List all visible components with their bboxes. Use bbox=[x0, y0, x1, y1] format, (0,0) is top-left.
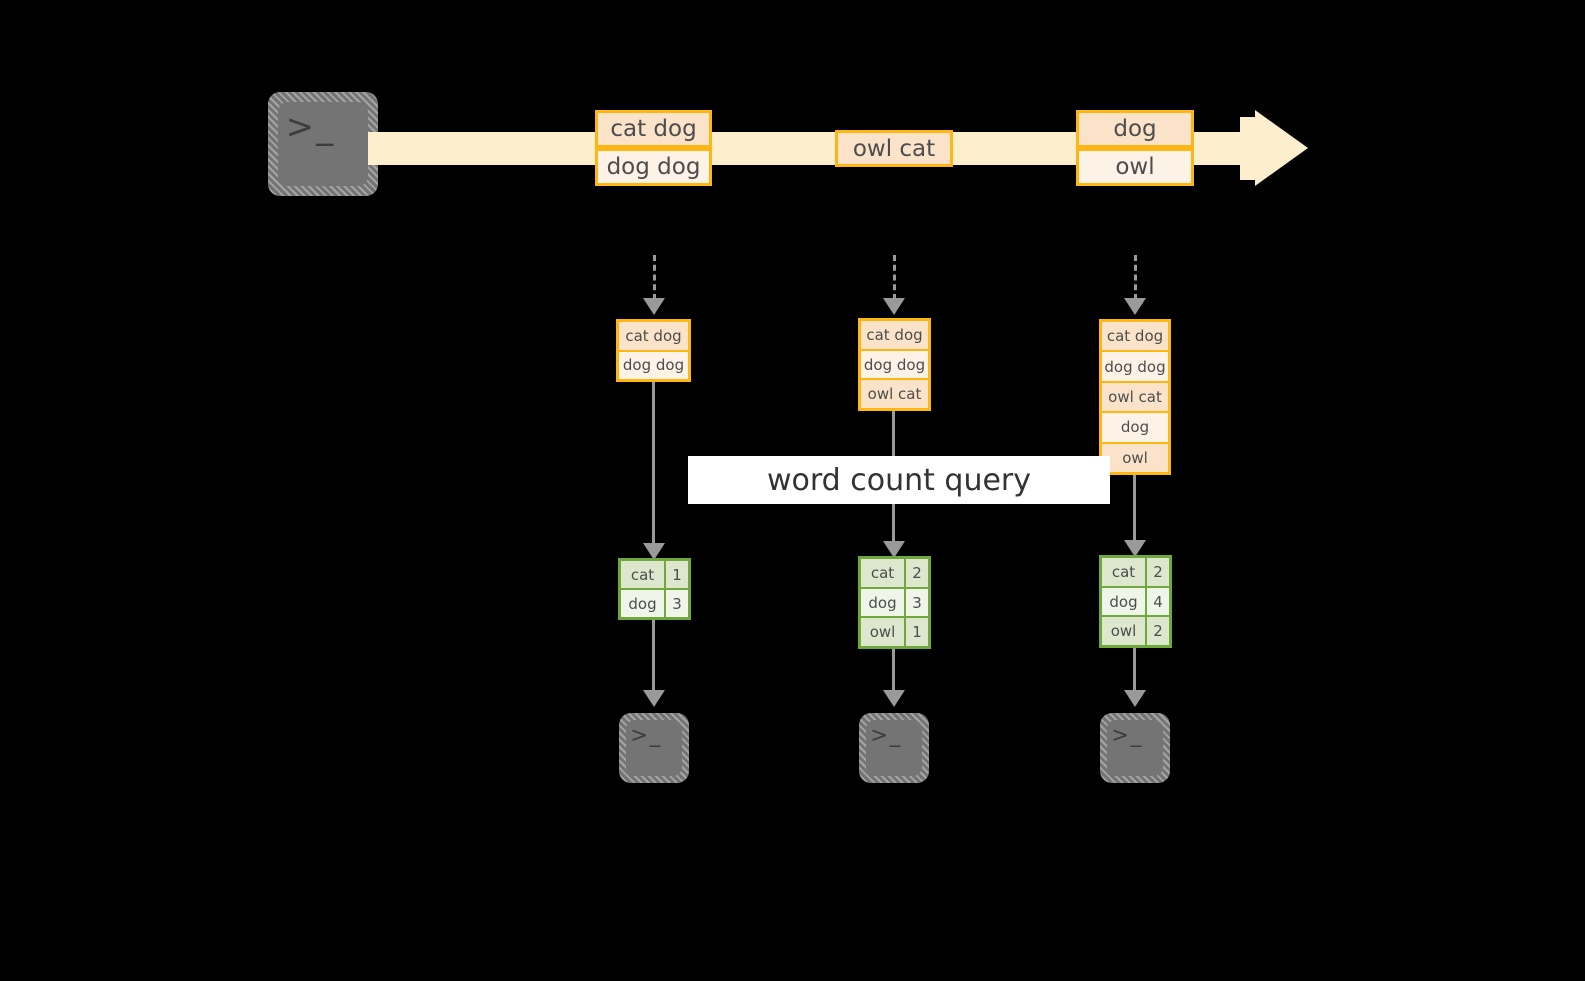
terminal-screen bbox=[278, 102, 368, 186]
snapshot-input-text: dog dog bbox=[863, 355, 926, 374]
snapshot-dashed-connector bbox=[653, 255, 656, 300]
sink-connector-arrowhead-icon bbox=[643, 690, 665, 707]
result-table: cat 1 dog 3 bbox=[618, 558, 691, 620]
result-count-cell: 2 bbox=[906, 559, 928, 587]
snapshot-input-row: owl cat bbox=[1102, 382, 1168, 414]
terminal-prompt-glyph: >_ bbox=[1111, 722, 1144, 747]
terminal-screen bbox=[866, 720, 922, 776]
snapshot-input-text: owl cat bbox=[1108, 388, 1162, 407]
sink-terminal-icon: >_ bbox=[859, 713, 929, 783]
result-row: dog 4 bbox=[1102, 587, 1169, 618]
snapshot-input-row: dog dog bbox=[861, 350, 928, 381]
terminal-prompt-glyph: >_ bbox=[630, 722, 663, 747]
source-terminal-icon: >_ bbox=[268, 92, 378, 196]
sink-connector bbox=[652, 620, 655, 695]
sink-connector bbox=[1133, 648, 1136, 696]
snapshot-input-stack: cat dog dog dog owl cat dog owl bbox=[1099, 319, 1171, 475]
snapshot-input-row: cat dog bbox=[619, 322, 688, 352]
sink-connector-arrowhead-icon bbox=[1124, 690, 1146, 707]
result-word-cell: dog bbox=[621, 590, 666, 617]
result-row: owl 2 bbox=[1102, 617, 1169, 646]
snapshot-input-text: dog bbox=[1120, 418, 1150, 437]
snapshot-input-text: dog dog bbox=[1104, 357, 1166, 376]
stream-arrow-shaft-upper bbox=[1240, 117, 1258, 180]
snapshot-input-row: dog dog bbox=[1102, 352, 1168, 383]
stream-record-text: cat dog bbox=[610, 116, 697, 142]
snapshot-input-text: owl cat bbox=[867, 385, 922, 404]
terminal-screen bbox=[626, 720, 682, 776]
stream-record: cat dog bbox=[595, 110, 712, 148]
result-word-cell: owl bbox=[861, 618, 906, 647]
sink-connector-arrowhead-icon bbox=[883, 690, 905, 707]
result-row: cat 2 bbox=[1102, 558, 1169, 588]
terminal-prompt-glyph: >_ bbox=[870, 722, 903, 747]
result-row: cat 1 bbox=[621, 561, 688, 590]
stream-record: owl bbox=[1076, 148, 1194, 186]
snapshot-input-row: owl bbox=[1102, 443, 1168, 473]
query-connector bbox=[1133, 475, 1136, 549]
sink-connector bbox=[892, 649, 895, 696]
stream-record: dog dog bbox=[595, 148, 712, 186]
snapshot-input-text: cat dog bbox=[866, 325, 923, 344]
snapshot-input-stack: cat dog dog dog owl cat bbox=[858, 318, 931, 411]
result-count-cell: 1 bbox=[906, 618, 928, 647]
result-count-cell: 1 bbox=[666, 561, 688, 588]
result-count-cell: 3 bbox=[666, 590, 688, 617]
snapshot-dashed-connector bbox=[1134, 255, 1137, 300]
result-row: owl 1 bbox=[861, 618, 928, 647]
snapshot-dashed-arrowhead-icon bbox=[1124, 298, 1146, 315]
query-connector-arrowhead-icon bbox=[643, 543, 665, 560]
stream-record-text: dog dog bbox=[606, 154, 701, 180]
stream-record: dog bbox=[1076, 110, 1194, 148]
result-word-cell: dog bbox=[861, 588, 906, 617]
query-connector-arrowhead-icon bbox=[1124, 540, 1146, 557]
result-count-cell: 2 bbox=[1147, 558, 1169, 586]
snapshot-input-stack: cat dog dog dog bbox=[616, 319, 691, 382]
snapshot-input-row: dog dog bbox=[619, 351, 688, 379]
result-count-cell: 2 bbox=[1147, 617, 1169, 646]
result-word-cell: cat bbox=[621, 561, 666, 588]
snapshot-input-text: owl bbox=[1122, 448, 1148, 467]
stream-record-text: dog bbox=[1113, 116, 1157, 142]
terminal-screen bbox=[1107, 720, 1163, 776]
snapshot-dashed-connector bbox=[893, 255, 896, 300]
sink-terminal-icon: >_ bbox=[619, 713, 689, 783]
result-word-cell: owl bbox=[1102, 617, 1147, 646]
stream-record-text: owl bbox=[1115, 154, 1155, 180]
snapshot-input-row: cat dog bbox=[1102, 322, 1168, 353]
result-count-cell: 3 bbox=[906, 588, 928, 617]
snapshot-input-text: dog dog bbox=[622, 356, 685, 375]
result-row: dog 3 bbox=[621, 590, 688, 617]
snapshot-input-row: dog bbox=[1102, 413, 1168, 444]
result-count-cell: 4 bbox=[1147, 587, 1169, 616]
query-label-text: word count query bbox=[766, 462, 1032, 498]
result-row: dog 3 bbox=[861, 588, 928, 619]
result-word-cell: cat bbox=[861, 559, 906, 587]
snapshot-dashed-arrowhead-icon bbox=[643, 298, 665, 315]
query-connector bbox=[652, 382, 655, 550]
stream-arrowhead-icon bbox=[1255, 110, 1308, 186]
result-table: cat 2 dog 3 owl 1 bbox=[858, 556, 931, 649]
stream-record-text: owl cat bbox=[852, 135, 936, 162]
terminal-prompt-glyph: >_ bbox=[285, 106, 336, 147]
result-table: cat 2 dog 4 owl 2 bbox=[1099, 555, 1172, 648]
query-label: word count query bbox=[688, 456, 1110, 504]
result-word-cell: cat bbox=[1102, 558, 1147, 586]
snapshot-input-text: cat dog bbox=[1106, 327, 1164, 346]
snapshot-input-text: cat dog bbox=[625, 326, 682, 345]
snapshot-input-row: owl cat bbox=[861, 380, 928, 409]
query-connector-arrowhead-icon bbox=[883, 541, 905, 558]
stream-record: owl cat bbox=[835, 130, 953, 167]
snapshot-dashed-arrowhead-icon bbox=[883, 298, 905, 315]
snapshot-input-row: cat dog bbox=[861, 321, 928, 351]
result-row: cat 2 bbox=[861, 559, 928, 589]
sink-terminal-icon: >_ bbox=[1100, 713, 1170, 783]
result-word-cell: dog bbox=[1102, 587, 1147, 616]
